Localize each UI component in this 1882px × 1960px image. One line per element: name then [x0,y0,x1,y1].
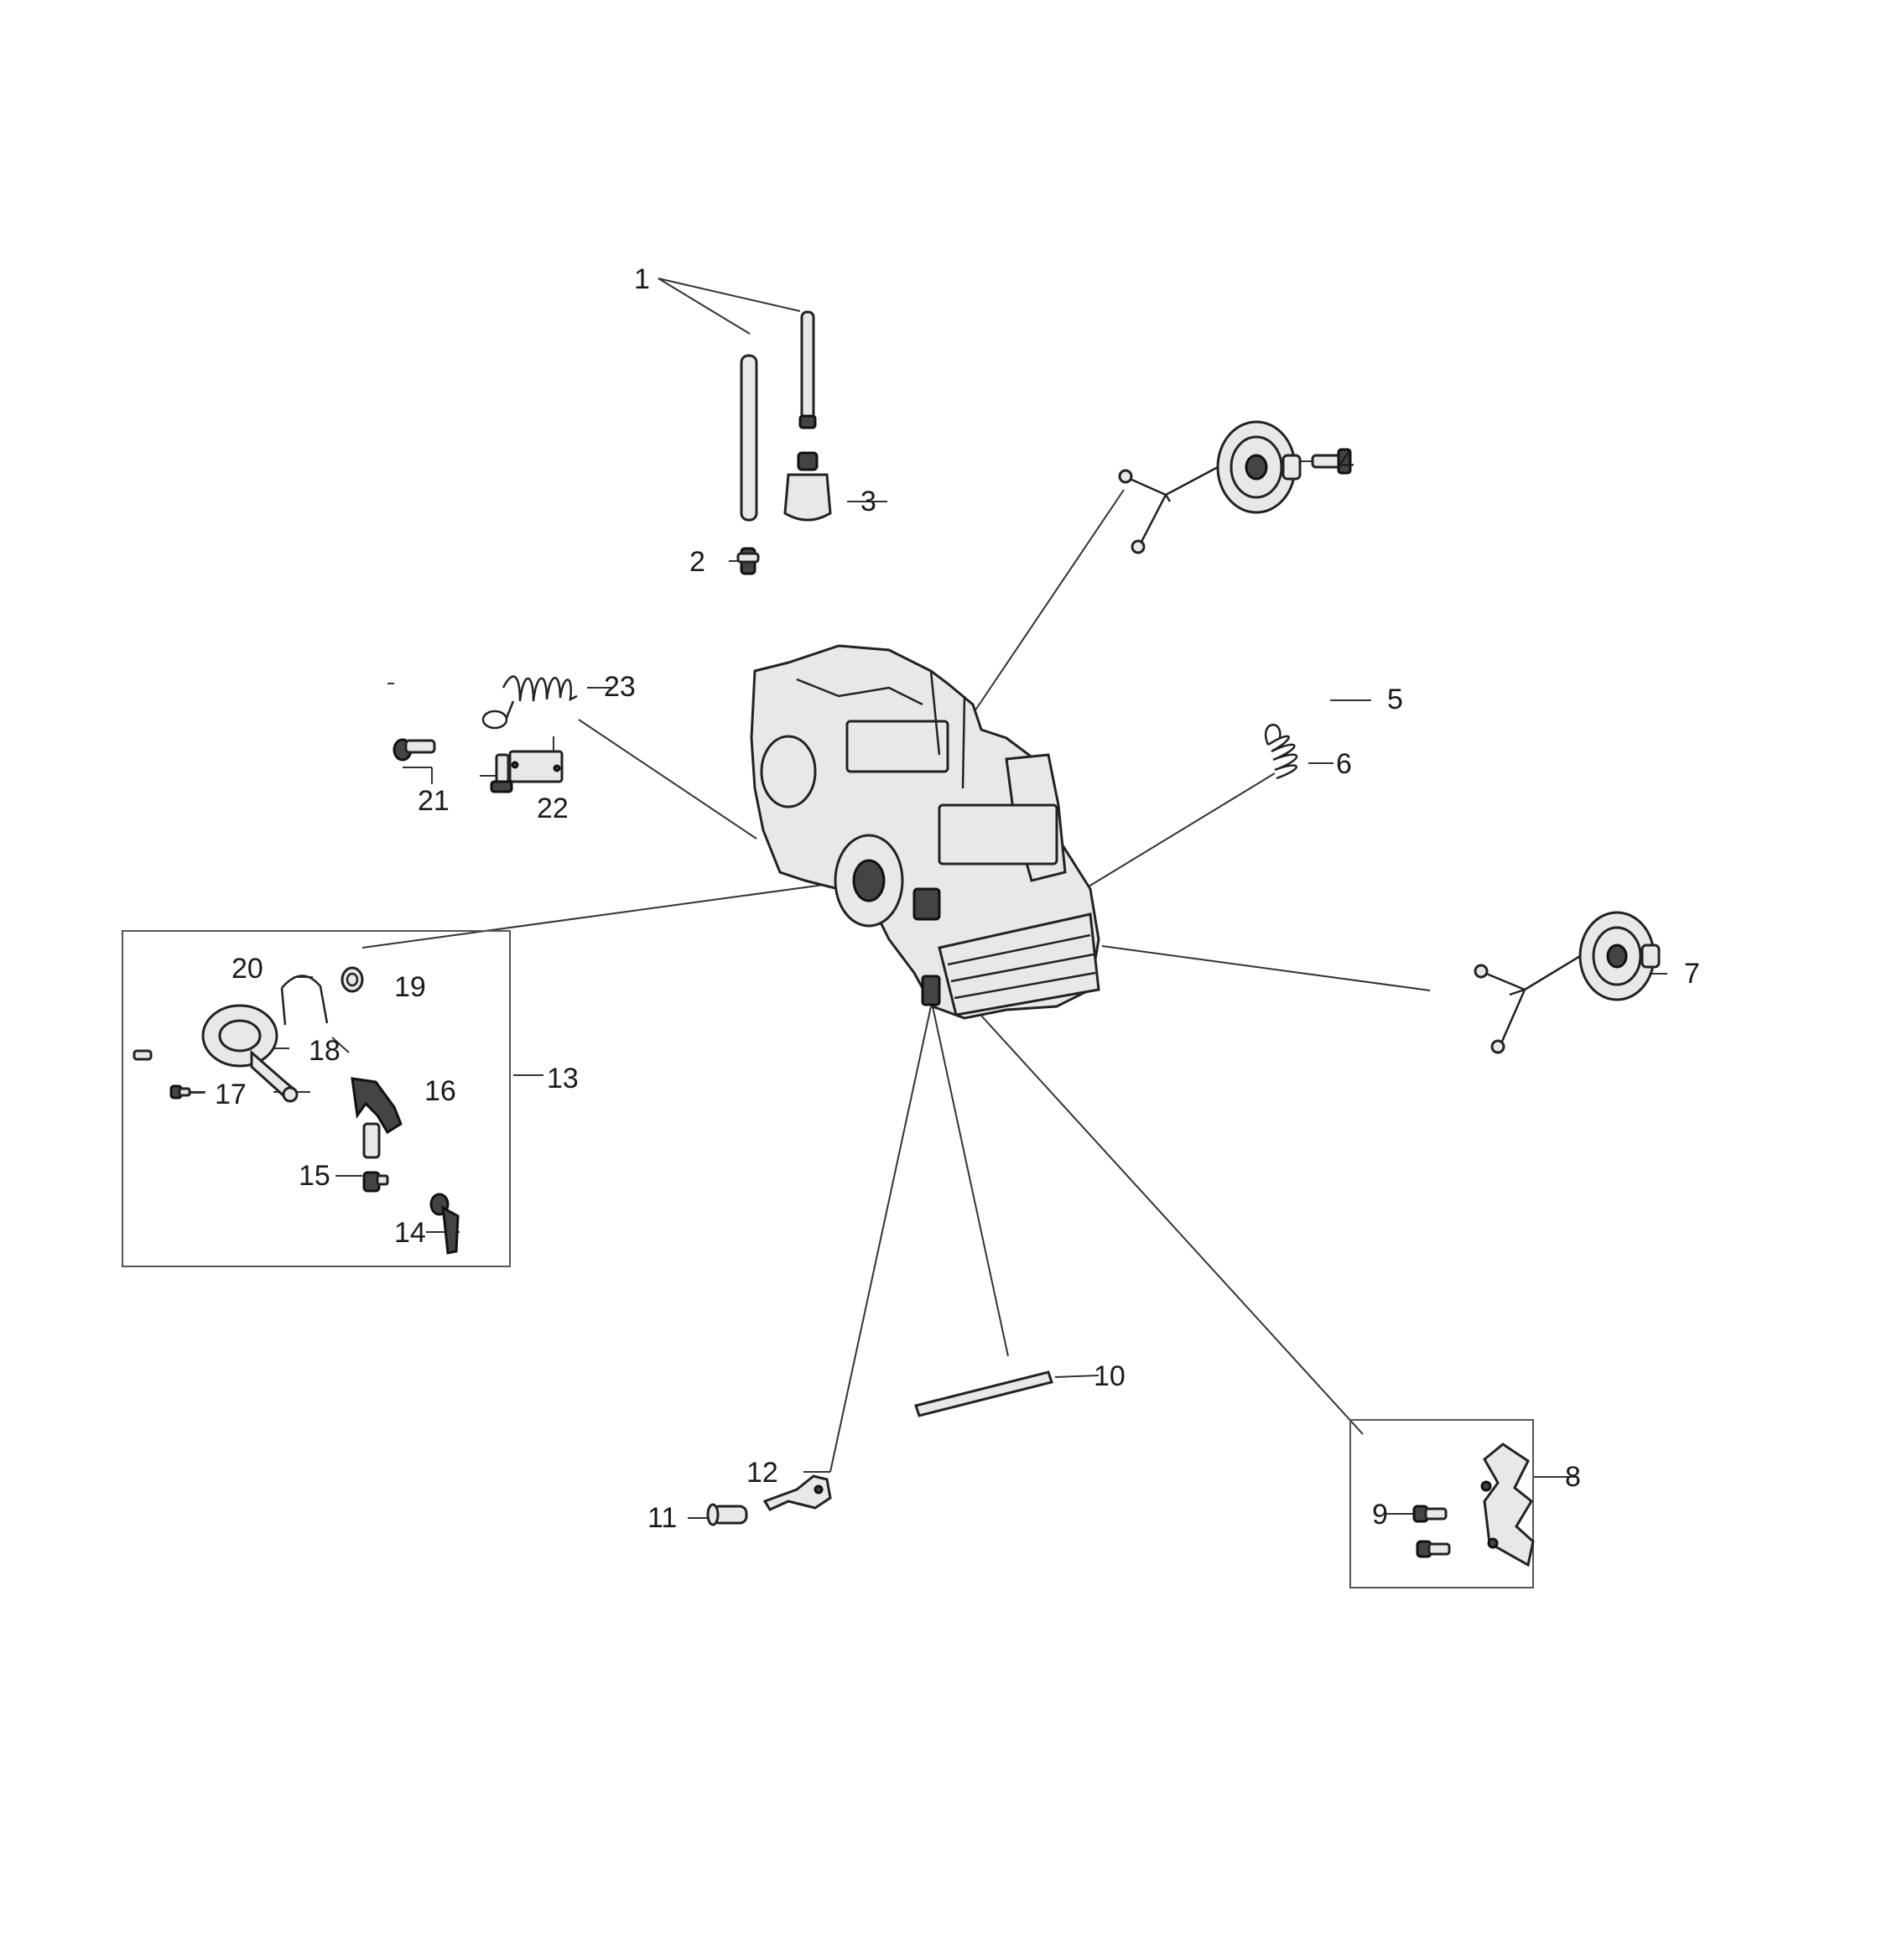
crankcase-housing [750,644,1100,1020]
callout-4: 4 [1339,445,1354,477]
fitting-15 [362,1171,389,1193]
fuel-line-long [740,354,758,522]
callout-11: 11 [647,1502,677,1534]
bumper-screw-a [1412,1505,1448,1523]
callout-7: 7 [1684,958,1700,990]
spring-19 [341,966,364,993]
fuel-filter [783,451,832,522]
callout-6: 6 [1336,748,1352,780]
callout-labels: 1 2 3 4 5 6 7 8 9 10 11 12 13 14 15 16 1… [215,263,1700,1534]
pin-10 [914,1370,1053,1417]
screw-21b [490,753,513,793]
callout-5: 5 [1387,684,1403,715]
callout-8: 8 [1565,1461,1581,1493]
worm-drive-20 [280,975,329,1026]
callout-10: 10 [1094,1360,1126,1392]
bumper-screw-b [1416,1540,1451,1558]
pump-screw-small [133,1049,153,1061]
callout-21: 21 [418,785,450,817]
screw-21a [393,738,436,762]
spring-23 [481,675,578,730]
oil-hose-16 [351,1077,403,1159]
oil-tank-cap [1474,911,1661,1054]
callout-14: 14 [394,1217,426,1249]
callout-2: 2 [689,546,705,578]
callout-19: 19 [394,971,426,1003]
callout-15: 15 [299,1160,330,1192]
callout-12: 12 [746,1457,778,1489]
callout-20: 20 [231,953,263,985]
oil-pump [201,1004,299,1103]
chain-catcher [762,1474,832,1511]
oil-pump-kit-box [122,930,511,1267]
plate-22 [508,750,564,783]
callout-17: 17 [215,1079,247,1110]
callout-23: 23 [604,671,636,703]
screw-5 [1311,448,1352,475]
kit-box-8 [1349,1419,1534,1588]
callout-16: 16 [424,1075,456,1107]
callout-9: 9 [1372,1499,1388,1531]
bolt-11 [706,1503,748,1526]
callout-1: 1 [634,263,650,295]
bumper-spike [1480,1443,1535,1567]
callout-13: 13 [547,1063,579,1094]
oil-pickup-14 [429,1193,460,1255]
spring-6 [1264,724,1298,780]
fuel-tank-cap [1118,420,1302,554]
fuel-line-short [798,310,817,429]
callout-22: 22 [537,793,569,824]
fuel-fitting [736,547,760,575]
callout-3: 3 [860,486,876,517]
pump-screw-17 [169,1084,191,1100]
callout-18: 18 [309,1035,341,1067]
